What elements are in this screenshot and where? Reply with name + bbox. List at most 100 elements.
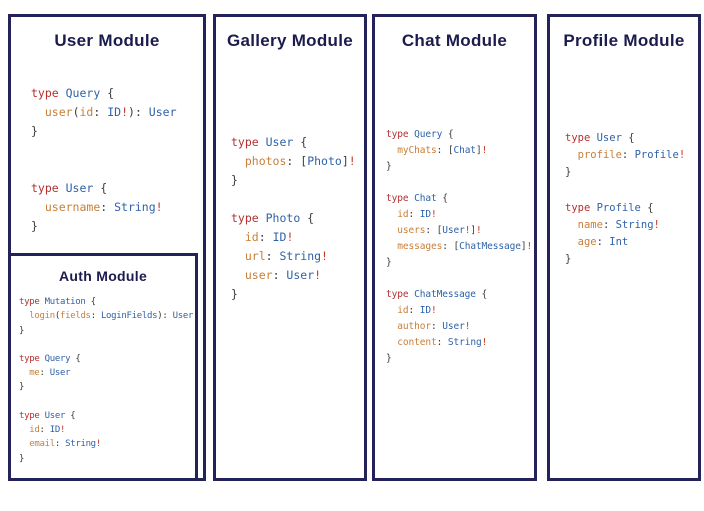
code-line: type Mutation { (19, 295, 195, 309)
code-token-punctuation: } (386, 353, 392, 364)
code-token-punctuation (386, 337, 397, 348)
gallery-module-box: Gallery Module type User { photos: [Phot… (213, 14, 367, 481)
code-token-bang: ! (464, 225, 471, 236)
code-token-field: url (244, 249, 266, 263)
code-token-punctuation: ] (341, 154, 349, 168)
code-token-punctuation: } (231, 173, 238, 187)
code-token-typename: Chat (414, 193, 443, 204)
code-token-punctuation (231, 154, 245, 168)
code-token-bang: ! (155, 200, 163, 214)
code-token-bang: ! (431, 305, 437, 316)
code-block: type ChatMessage { id: ID! author: User!… (386, 287, 534, 367)
code-token-punctuation: } (231, 287, 238, 301)
code-line: } (565, 164, 698, 181)
gallery-module-code: type User { photos: [Photo]!}type Photo … (216, 51, 364, 304)
code-line: id: ID! (231, 228, 364, 247)
code-line: type Chat { (386, 191, 534, 207)
code-line: type User { (19, 409, 195, 423)
code-token-punctuation: : (272, 268, 287, 282)
code-token-keyword: type (386, 193, 415, 204)
code-token-punctuation: { (75, 353, 81, 364)
code-token-typename: String (447, 337, 482, 348)
code-line: type Query { (31, 84, 203, 103)
code-token-bang: ! (481, 145, 488, 156)
code-token-field: name (577, 219, 603, 231)
code-token-field: myChats (397, 145, 437, 156)
code-token-keyword: type (19, 353, 45, 364)
code-token-field: content (397, 337, 437, 348)
code-token-field: fields (59, 311, 91, 322)
code-token-bang: ! (286, 230, 294, 244)
code-token-punctuation (31, 105, 45, 119)
code-token-typename: ChatMessage (414, 289, 482, 300)
chat-module-title: Chat Module (401, 31, 508, 50)
code-line: id: ID! (386, 207, 534, 223)
code-token-field: me (29, 368, 40, 379)
code-token-typename: Chat (453, 145, 476, 156)
code-token-punctuation: : (93, 105, 108, 119)
code-token-punctuation: ] (470, 225, 476, 236)
code-token-punctuation: ): (128, 105, 149, 119)
code-token-field: id (397, 209, 409, 220)
code-token-typename: User (442, 225, 465, 236)
code-token-punctuation (386, 305, 397, 316)
code-token-field: login (29, 311, 55, 322)
code-token-typename: String (279, 249, 322, 263)
code-line: type Query { (19, 352, 195, 366)
code-token-keyword: type (31, 86, 66, 100)
code-token-field: email (29, 439, 55, 450)
code-token-field: id (244, 230, 259, 244)
code-token-punctuation: : [ (442, 241, 460, 252)
code-token-field: messages (397, 241, 443, 252)
code-token-punctuation (565, 236, 578, 248)
code-token-punctuation: { (100, 181, 108, 195)
code-line: } (31, 122, 203, 141)
code-token-punctuation: : (621, 149, 635, 161)
code-token-punctuation (31, 200, 45, 214)
code-token-punctuation (386, 225, 397, 236)
chat-module-code: type Query { myChats: [Chat]!}type Chat … (375, 51, 534, 367)
code-token-punctuation: : (100, 200, 115, 214)
code-line: } (19, 380, 195, 394)
code-line: profile: Profile! (565, 147, 698, 164)
code-token-typename: Query (414, 129, 448, 140)
code-token-punctuation (565, 149, 578, 161)
code-token-field: profile (577, 149, 622, 161)
code-line: type User { (31, 179, 203, 198)
code-token-punctuation: : (54, 439, 66, 450)
code-token-keyword: type (565, 132, 597, 144)
code-token-punctuation: { (442, 193, 448, 204)
code-line: url: String! (231, 247, 364, 266)
code-token-field: photos (244, 154, 287, 168)
code-token-punctuation: : [ (436, 145, 454, 156)
code-block: type User { username: String!} (31, 179, 203, 236)
code-token-keyword: type (19, 410, 45, 421)
code-token-keyword: type (19, 297, 45, 307)
chat-module-box: Chat Module type Query { myChats: [Chat]… (372, 14, 537, 481)
code-token-bang: ! (653, 219, 660, 231)
code-token-bang: ! (526, 241, 533, 252)
code-block: type Query { user(id: ID!): User} (31, 84, 203, 141)
code-line: email: String! (19, 437, 195, 451)
code-token-punctuation: { (90, 297, 96, 307)
code-token-punctuation: : (430, 321, 443, 332)
code-line: users: [User!]! (386, 223, 534, 239)
code-token-punctuation (231, 268, 245, 282)
code-token-field: author (397, 321, 431, 332)
code-token-punctuation: { (107, 86, 115, 100)
code-token-typename: Query (44, 353, 76, 364)
code-token-field: id (397, 305, 409, 316)
code-token-punctuation (386, 145, 397, 156)
code-line: user: User! (231, 266, 364, 285)
code-block: type User { id: ID! email: String!} (19, 409, 195, 466)
code-token-bang: ! (475, 225, 482, 236)
code-token-punctuation (19, 368, 29, 378)
code-token-bang: ! (60, 425, 66, 436)
code-line: type User { (565, 130, 698, 147)
code-token-bang: ! (321, 249, 328, 263)
code-token-punctuation: { (70, 410, 76, 421)
code-token-typename: ChatMessage (459, 241, 521, 252)
code-token-keyword: type (565, 202, 597, 214)
code-line: author: User! (386, 319, 534, 335)
code-token-punctuation: { (481, 289, 488, 300)
